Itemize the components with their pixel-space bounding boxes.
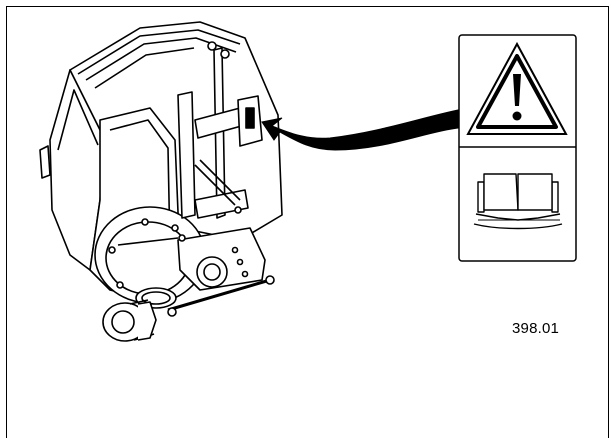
warning-decal	[458, 34, 577, 262]
figure-frame	[6, 6, 609, 438]
machine-body	[39, 21, 283, 342]
figure-number: 398.01	[512, 320, 560, 337]
open-book-icon	[473, 173, 563, 230]
warning-triangle-icon	[466, 41, 568, 135]
callout-arrow	[261, 109, 459, 151]
